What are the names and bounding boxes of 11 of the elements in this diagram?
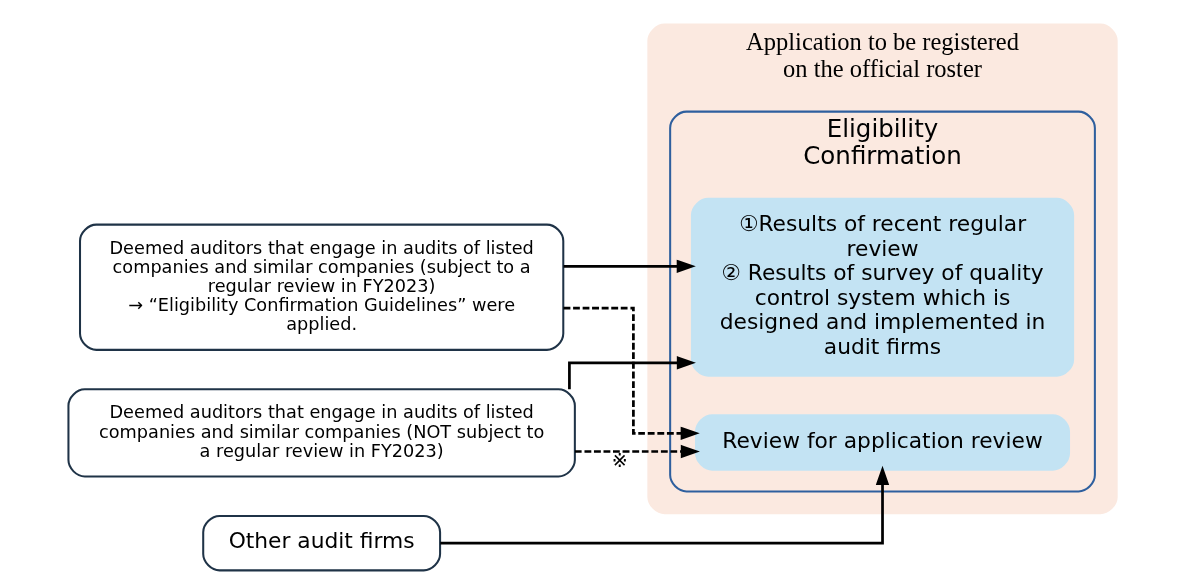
arrow: [440, 465, 890, 545]
arrow: [568, 356, 696, 390]
node-box: ①Results of recent regular review ② Results of survey of quality control system which is designed and implemented in audit firms: [690, 197, 1075, 377]
node-box: Other audit firms: [202, 514, 442, 572]
arrow: [575, 444, 700, 459]
node-box: Deemed auditors that engage in audits of listed companies and similar companies (subject to a regular review in FY2023) → “Eligibility Confirmation Guidelines” were applied.: [79, 223, 565, 351]
edge-label: ※: [611, 448, 628, 471]
arrow: [563, 306, 700, 441]
arrow: [563, 259, 696, 274]
node-box: Review for application review: [695, 414, 1071, 471]
node-box: Deemed auditors that engage in audits of listed companies and similar companies (NOT subject to a regular review in FY2023): [67, 388, 576, 478]
